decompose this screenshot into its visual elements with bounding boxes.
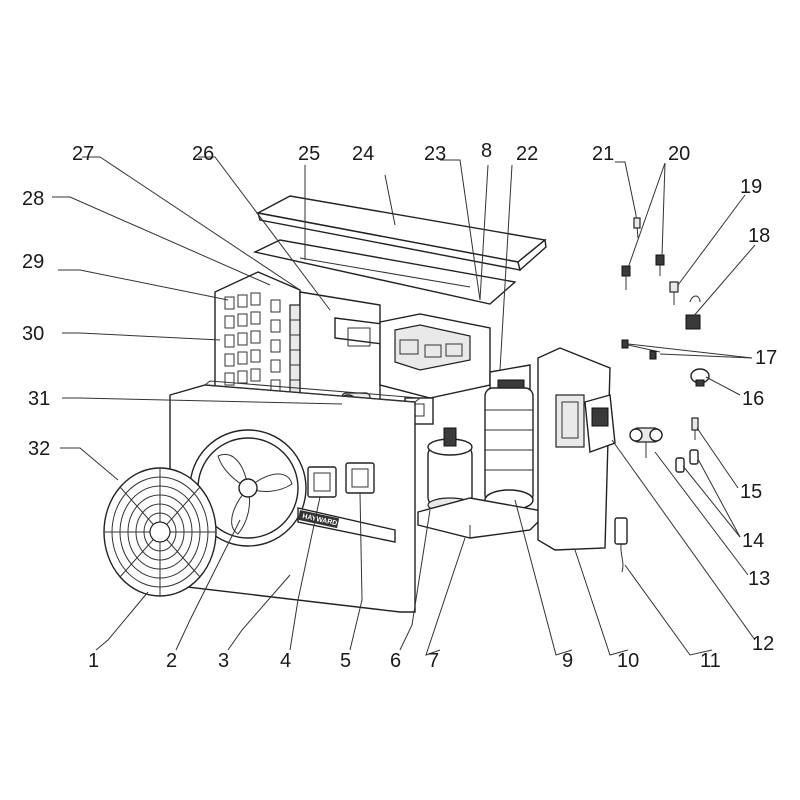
drain-plug-16 (690, 368, 710, 387)
callout-8: 8 (481, 140, 492, 162)
electrical-box (379, 313, 491, 425)
callout-10: 10 (617, 650, 639, 672)
front-panel: HAYWARD (169, 380, 422, 613)
callout-15: 15 (740, 481, 762, 503)
callout-30: 30 (22, 323, 44, 345)
callout-31: 31 (28, 388, 50, 410)
loose-parts (584, 214, 710, 573)
callout-18: 18 (748, 225, 770, 247)
top-cover (255, 195, 547, 272)
fan-blade-assembly (217, 454, 293, 535)
callout-2: 2 (166, 650, 177, 672)
fittings-14 (675, 449, 699, 473)
callout-12: 12 (752, 633, 774, 655)
callout-29: 29 (22, 251, 44, 273)
callout-27: 27 (72, 143, 94, 165)
callout-7: 7 (428, 650, 439, 672)
side-service-panel (537, 347, 611, 551)
callout-20: 20 (668, 143, 690, 165)
top-panel-sheet (252, 239, 517, 305)
base-tray (417, 497, 550, 539)
callout-25: 25 (298, 143, 320, 165)
flow-switch-15 (691, 417, 699, 440)
pressure-switch-21 (633, 214, 641, 239)
callout-28: 28 (22, 188, 44, 210)
callout-1: 1 (88, 650, 99, 672)
callout-17: 17 (755, 347, 777, 369)
callout-9: 9 (562, 650, 573, 672)
callout-23: 23 (424, 143, 446, 165)
callout-19: 19 (740, 176, 762, 198)
callout-32: 32 (28, 438, 50, 460)
water-connection-13 (629, 427, 663, 458)
valve-18 (685, 295, 701, 330)
callout-6: 6 (390, 650, 401, 672)
callout-4: 4 (280, 650, 291, 672)
valve-core-20a (621, 265, 631, 290)
callout-14: 14 (742, 530, 764, 552)
titanium-heat-exchanger (484, 387, 534, 511)
callout-24: 24 (352, 143, 374, 165)
fan-guard-grille (103, 467, 217, 597)
louver-grid (224, 292, 281, 393)
capacitor-11 (614, 517, 628, 573)
callout-11: 11 (700, 650, 721, 672)
callout-5: 5 (340, 650, 351, 672)
callout-26: 26 (192, 143, 214, 165)
callout-21: 21 (592, 143, 614, 165)
callout-13: 13 (748, 568, 770, 590)
callout-labels: 1 2 3 4 5 6 7 8 9 10 11 12 13 14 15 16 1… (22, 140, 777, 672)
temperature-probe-17 (621, 339, 661, 360)
callout-3: 3 (218, 650, 229, 672)
sensor-19 (669, 281, 679, 305)
callout-16: 16 (742, 388, 764, 410)
callout-22: 22 (516, 143, 538, 165)
valve-core-20b (655, 254, 665, 276)
leader-lines (52, 156, 756, 656)
switch-box-12 (584, 394, 616, 453)
